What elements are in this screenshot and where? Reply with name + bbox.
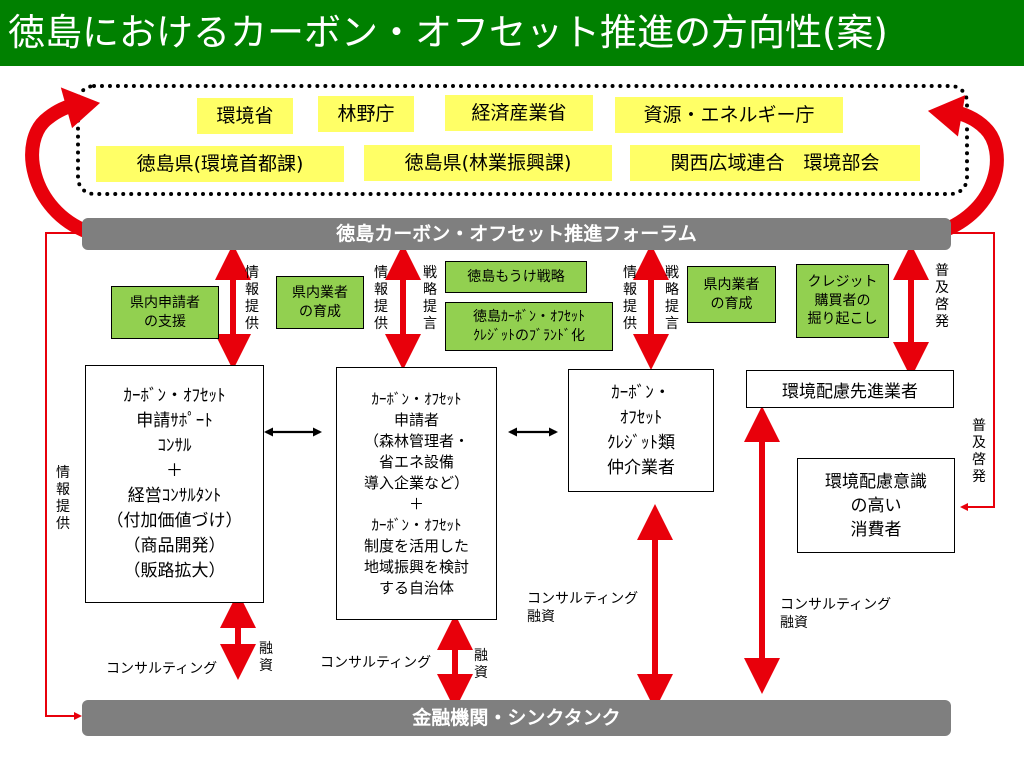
ministry-forestry: 林野庁 [318,96,414,132]
curved-arrow-right-head [927,95,966,137]
curved-arrow-right [937,105,1004,239]
ministry-pref-forest: 徳島県(林業振興課) [364,145,612,181]
label-info-1: 情 報 提 供 [245,265,259,332]
green-business-dev-1: 県内業者 の育成 [276,276,364,329]
box-advanced-business-text: 環境配慮先進業者 [782,381,918,402]
forum-bar: 徳島カーボン・オフセット推進フォーラム [82,218,951,250]
box-applicant: ｶｰﾎﾞﾝ・ｵﾌｾｯﾄ 申請者 （森林管理者・ 省エネ設備 導入企業など） ＋ … [336,367,497,620]
green-applicant-support: 県内申請者 の支援 [111,286,219,339]
page-title: 徳島におけるカーボン・オフセット推進の方向性(案) [0,0,1024,66]
green-credit-buyers: クレジット 購買者の 掘り起こし [796,264,889,338]
green-brand: 徳島ｶｰﾎﾞﾝ・ｵﾌｾｯﾄ ｸﾚｼﾞｯﾄのﾌﾞﾗﾝﾄﾞ化 [445,302,613,351]
box-consultant-text: ｶｰﾎﾞﾝ・ｵﾌｾｯﾄ 申請ｻﾎﾟｰﾄ ｺﾝｻﾙ ＋ 経営ｺﾝｻﾙﾀﾝﾄ （付加… [106,386,243,581]
label-consulting-finance-4: コンサルティング 融資 [780,597,892,631]
arrow-info-left [45,232,84,720]
box-broker: ｶｰﾎﾞﾝ・ ｵﾌｾｯﾄ ｸﾚｼﾞｯﾄ類 仲介業者 [568,369,714,492]
label-finance-1: 融 資 [259,641,273,674]
label-info-3: 情 報 提 供 [623,265,637,332]
label-consulting-finance-3: コンサルティング 融資 [527,591,639,625]
label-strategy-2: 戦 略 提 言 [665,265,679,332]
box-applicant-text: ｶｰﾎﾞﾝ・ｵﾌｾｯﾄ 申請者 （森林管理者・ 省エネ設備 導入企業など） ＋ … [363,389,469,597]
label-info-2: 情 報 提 供 [374,265,388,332]
curved-arrow-left [25,97,91,239]
box-advanced-business: 環境配慮先進業者 [746,370,954,408]
label-strategy-1: 戦 略 提 言 [423,265,437,332]
label-info-left: 情 報 提 供 [56,465,70,532]
curved-arrow-left-head [60,87,101,129]
ministry-kansai: 関西広域連合 環境部会 [630,145,920,181]
box-consumers-text: 環境配慮意識 の高い 消費者 [825,471,927,540]
box-consumers: 環境配慮意識 の高い 消費者 [797,458,955,553]
ministry-pref-env: 徳島県(環境首都課) [96,146,344,182]
label-promo-1: 普 及 啓 発 [935,263,949,330]
ministry-env: 環境省 [197,98,293,134]
green-business-dev-2: 県内業者 の育成 [687,266,776,323]
ministry-meti: 経済産業省 [445,95,593,131]
label-promo-2: 普 及 啓 発 [972,418,986,485]
arrow-promo-right [950,232,995,511]
green-moke-strategy: 徳島もうけ戦略 [445,261,587,293]
ministry-energy: 資源・エネルギー庁 [615,97,843,133]
label-finance-2: 融 資 [474,648,488,681]
box-consultant: ｶｰﾎﾞﾝ・ｵﾌｾｯﾄ 申請ｻﾎﾟｰﾄ ｺﾝｻﾙ ＋ 経営ｺﾝｻﾙﾀﾝﾄ （付加… [85,365,264,603]
label-consulting-2: コンサルティング [320,655,432,671]
label-consulting-1: コンサルティング [106,661,218,677]
box-broker-text: ｶｰﾎﾞﾝ・ ｵﾌｾｯﾄ ｸﾚｼﾞｯﾄ類 仲介業者 [607,382,675,478]
ministry-group [76,84,969,196]
finance-bar: 金融機関・シンクタンク [82,700,951,736]
